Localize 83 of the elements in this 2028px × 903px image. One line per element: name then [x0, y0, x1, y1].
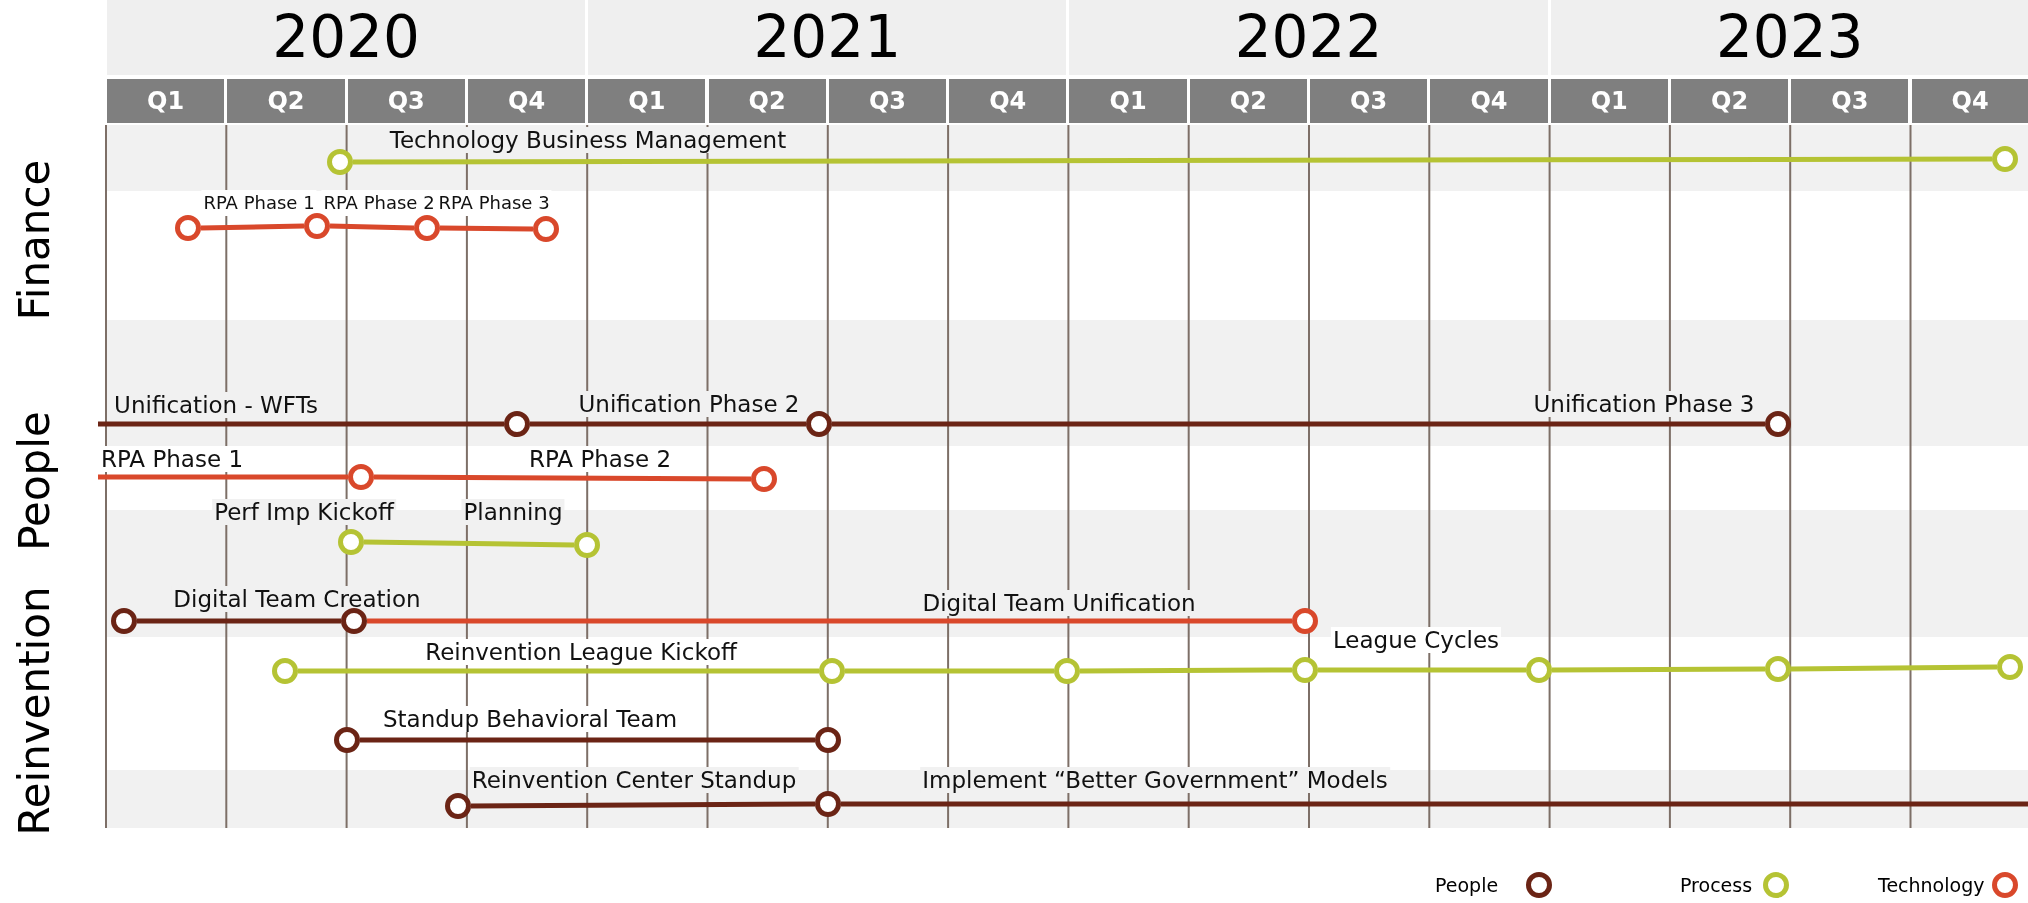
quarter-header: Q3 [1791, 79, 1909, 123]
timeline-bar [530, 421, 806, 427]
timeline-bar [841, 801, 2028, 807]
legend-label: People [1435, 874, 1499, 896]
row-label: Reinvention [9, 586, 59, 836]
edge-label: Planning [461, 499, 565, 525]
milestone-circle [1997, 654, 2023, 680]
quarter-header: Q3 [1310, 79, 1428, 123]
timeline-bar [1552, 666, 1765, 673]
timeline-bar [471, 801, 815, 809]
timeline-bar [1080, 667, 1292, 674]
edge-label: RPA Phase 1 [201, 190, 317, 216]
milestone-circle [304, 213, 330, 239]
milestone-circle [574, 532, 600, 558]
quarter-header: Q1 [588, 79, 706, 123]
quarter-header: Q2 [227, 79, 345, 123]
milestone-circle [1054, 658, 1080, 684]
timeline-bar [298, 668, 819, 674]
quarter-header: Q2 [1670, 79, 1789, 123]
year-header: 2021 [588, 0, 1067, 75]
timeline-bar [137, 618, 341, 624]
year-header: 2020 [107, 0, 586, 75]
timeline-bar [363, 539, 575, 548]
edge-label: Reinvention Center Standup [469, 767, 799, 793]
edge-label: RPA Phase 2 [321, 190, 437, 216]
milestone-circle [751, 466, 777, 492]
quarter-header: Q3 [828, 79, 947, 123]
timeline-bar [367, 618, 1292, 624]
milestone-circle [1992, 146, 2018, 172]
quarter-header: Q3 [347, 79, 465, 123]
milestone-circle [533, 216, 559, 242]
timeline-bar [98, 474, 348, 480]
row-label: Finance [9, 159, 59, 321]
milestone-circle [338, 529, 364, 555]
quarter-header: Q2 [1189, 79, 1307, 123]
quarter-header: Q1 [107, 79, 225, 123]
quarter-header: Q4 [1911, 79, 2028, 123]
milestone-circle [1765, 411, 1791, 437]
timeline-bar [360, 737, 815, 743]
timeline-bar [353, 156, 1992, 165]
year-header: 2022 [1069, 0, 1548, 75]
timeline-bar [329, 223, 415, 231]
milestone-circle [327, 149, 353, 175]
row-label: People [9, 411, 59, 551]
milestone-circle [445, 793, 471, 819]
milestone-circle [341, 608, 367, 634]
milestone-circle [1292, 608, 1318, 634]
edge-label: RPA Phase 3 [436, 190, 552, 216]
milestone-circle [1292, 657, 1318, 683]
milestone-circle [175, 215, 201, 241]
timeline-bar [374, 474, 751, 482]
milestone-circle [111, 608, 137, 634]
timeline-bar [1318, 667, 1526, 673]
milestone-circle [815, 727, 841, 753]
quarter-header: Q4 [467, 79, 586, 123]
timeline-bar [832, 421, 1765, 427]
milestone-circle [272, 658, 298, 684]
year-header: 2023 [1550, 0, 2028, 75]
edge-label: Technology Business Management [387, 127, 789, 153]
legend-label: Process [1680, 874, 1753, 896]
timeline-bar [439, 225, 534, 232]
milestone-circle [819, 658, 845, 684]
timeline-bar [845, 668, 1054, 674]
edge-label: League Cycles [1330, 627, 1502, 653]
milestone-circle [1526, 657, 1552, 683]
quarter-header: Q1 [1069, 79, 1187, 123]
milestone-circle [815, 791, 841, 817]
milestone-circle [414, 215, 440, 241]
timeline-bar [200, 223, 305, 231]
quarter-header: Q4 [949, 79, 1067, 123]
timeline-bar [1790, 664, 1998, 672]
milestone-circle [1765, 656, 1791, 682]
quarter-header: Q1 [1550, 79, 1668, 123]
edge-label: Implement “Better Government” Models [920, 767, 1390, 793]
milestone-circle [806, 411, 832, 437]
timeline-bar [98, 421, 504, 427]
quarter-header: Q4 [1430, 79, 1548, 123]
legend-label: Technology [1878, 874, 1985, 896]
milestone-circle [334, 727, 360, 753]
milestone-label: Perf Imp Kickoff [212, 499, 396, 525]
milestone-circle [348, 464, 374, 490]
milestone-circle [504, 411, 530, 437]
quarter-header: Q2 [708, 79, 826, 123]
